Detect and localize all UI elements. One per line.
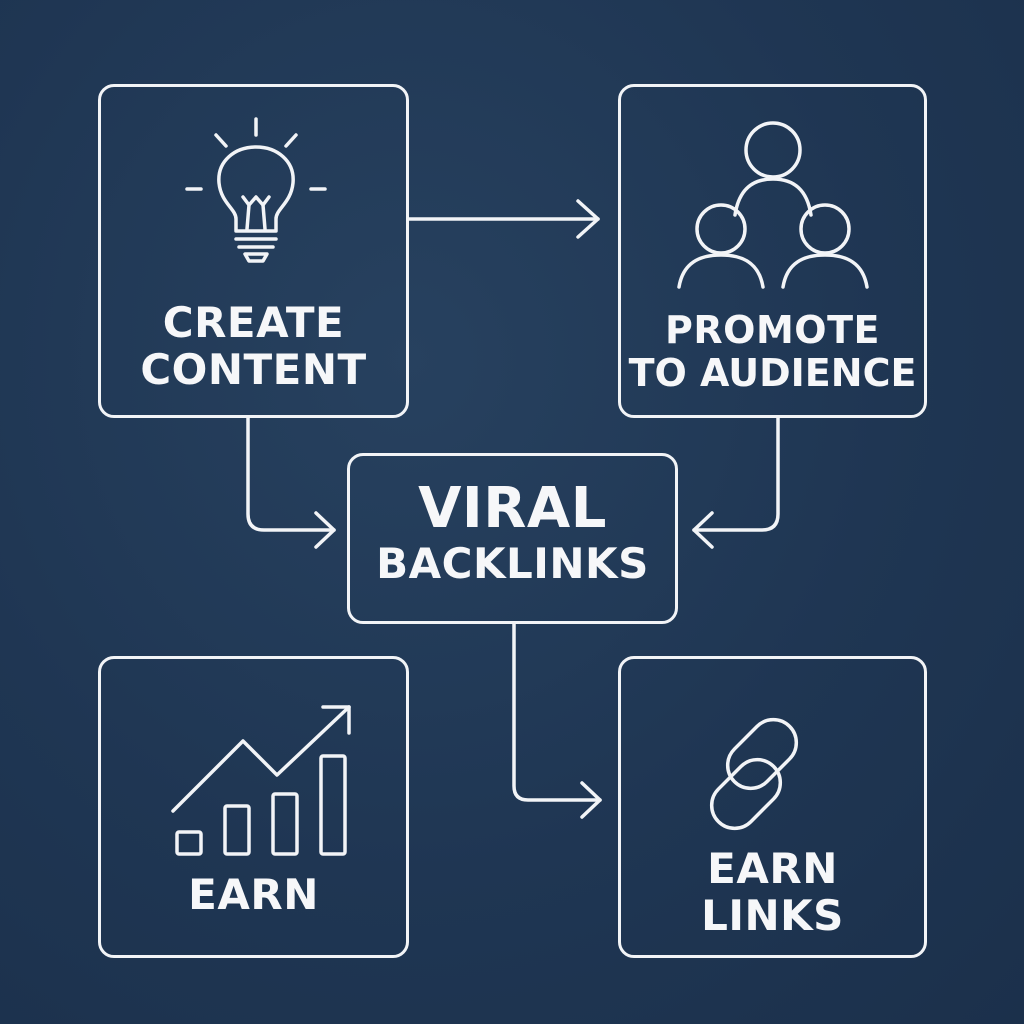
node-create-content-line2: CONTENT bbox=[140, 345, 367, 395]
node-promote-to-audience: PROMOTE TO AUDIENCE bbox=[618, 84, 927, 418]
node-earn-links-line1: EARN bbox=[707, 844, 838, 893]
chain-link-icon bbox=[709, 717, 799, 831]
node-earn-links-label: EARN LINKS bbox=[621, 845, 924, 939]
growth-chart-icon bbox=[171, 705, 351, 856]
node-earn-line1: EARN bbox=[188, 870, 319, 919]
node-create-content-line1: CREATE bbox=[162, 298, 345, 347]
arrow-create-to-viral bbox=[246, 416, 336, 549]
node-create-content: CREATE CONTENT bbox=[98, 84, 409, 418]
arrow-promote-to-viral bbox=[692, 416, 780, 549]
node-viral-line2: BACKLINKS bbox=[376, 538, 649, 588]
node-earn-links-line2: LINKS bbox=[701, 891, 844, 941]
node-promote-label: PROMOTE TO AUDIENCE bbox=[621, 309, 924, 394]
node-promote-line2: TO AUDIENCE bbox=[628, 350, 917, 395]
people-group-icon bbox=[677, 121, 869, 289]
arrow-create-to-promote bbox=[406, 199, 600, 239]
node-viral-backlinks: VIRAL BACKLINKS bbox=[347, 453, 678, 624]
node-create-content-label: CREATE CONTENT bbox=[101, 299, 406, 393]
node-promote-line1: PROMOTE bbox=[665, 308, 880, 352]
node-viral-line1: VIRAL bbox=[418, 476, 607, 541]
arrow-viral-to-earn-links bbox=[512, 622, 602, 819]
node-viral-label: VIRAL BACKLINKS bbox=[350, 476, 675, 589]
node-earn-links: EARN LINKS bbox=[618, 656, 927, 958]
node-earn-label: EARN bbox=[101, 871, 406, 918]
node-earn: EARN bbox=[98, 656, 409, 958]
lightbulb-icon bbox=[185, 117, 327, 263]
